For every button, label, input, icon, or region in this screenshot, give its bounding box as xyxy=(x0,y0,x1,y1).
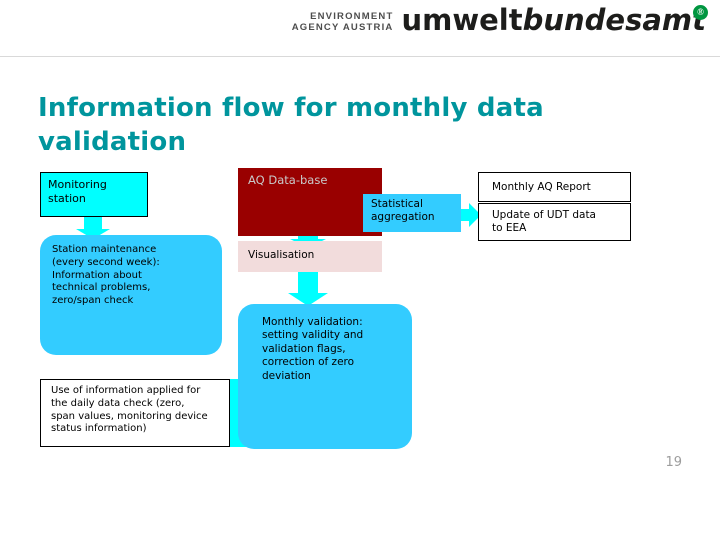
node-station-maintenance[interactable]: Station maintenance (every second week):… xyxy=(40,235,222,355)
node-station-maintenance-label: Station maintenance (every second week):… xyxy=(52,244,160,307)
logo-line-2: AGENCY AUSTRIA xyxy=(291,21,394,33)
logo-wordmark: umweltbundesamt ® xyxy=(401,3,708,37)
registered-trademark-icon: ® xyxy=(693,5,708,20)
logo-word-bold: umwelt xyxy=(401,3,523,37)
arrow-visualisation-to-validation xyxy=(288,272,328,306)
page-number: 19 xyxy=(665,455,682,470)
header-divider xyxy=(0,56,720,57)
node-monthly-validation-label: Monthly validation: setting validity and… xyxy=(262,316,364,382)
node-use-of-information[interactable]: Use of information applied for the daily… xyxy=(40,379,230,447)
node-statistical-aggregation-label: Statistical aggregation xyxy=(371,198,435,224)
node-update-udt-data-label: Update of UDT data to EEA xyxy=(492,209,596,235)
node-monitoring-station[interactable]: Monitoring station xyxy=(40,172,148,217)
slide-header: ENVIRONMENT AGENCY AUSTRIA umweltbundesa… xyxy=(0,0,720,56)
page-title: Information flow for monthly data valida… xyxy=(38,93,544,157)
node-visualisation[interactable]: Visualisation xyxy=(238,241,382,272)
node-use-of-information-label: Use of information applied for the daily… xyxy=(51,385,208,435)
node-aq-database[interactable]: AQ Data-base xyxy=(238,168,382,236)
arrow-monitoring-to-maintenance xyxy=(76,215,110,239)
umweltbundesamt-logo: ENVIRONMENT AGENCY AUSTRIA umweltbundesa… xyxy=(291,3,708,37)
node-aq-database-label: AQ Data-base xyxy=(248,173,328,187)
logo-line-1: ENVIRONMENT xyxy=(310,11,394,22)
node-monthly-validation[interactable]: Monthly validation: setting validity and… xyxy=(238,304,412,449)
logo-subtitle: ENVIRONMENT AGENCY AUSTRIA xyxy=(291,11,394,34)
node-update-udt-data[interactable]: Update of UDT data to EEA xyxy=(478,203,631,241)
node-monthly-aq-report-label: Monthly AQ Report xyxy=(492,181,591,193)
logo-word-italic: bundesamt xyxy=(522,3,706,37)
node-monthly-aq-report[interactable]: Monthly AQ Report xyxy=(478,172,631,202)
node-visualisation-label: Visualisation xyxy=(248,249,315,261)
node-statistical-aggregation[interactable]: Statistical aggregation xyxy=(363,194,461,232)
node-monitoring-station-label: Monitoring station xyxy=(48,178,107,206)
